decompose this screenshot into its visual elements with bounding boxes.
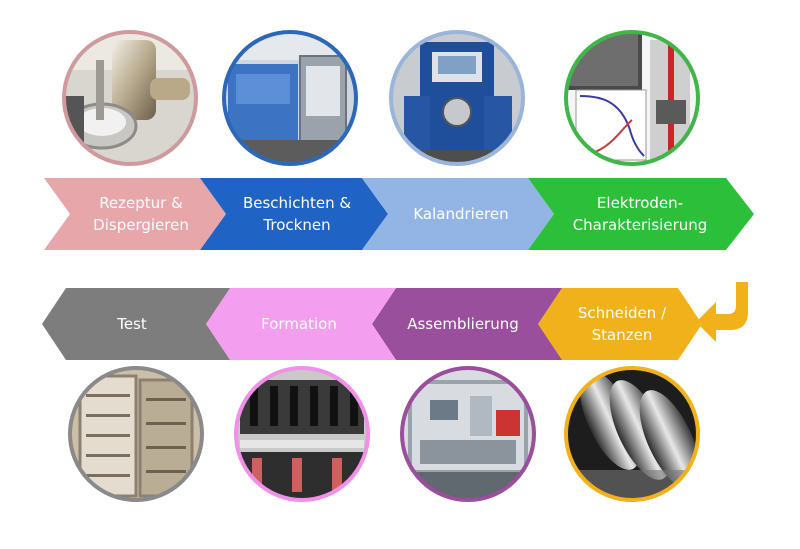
test-chamber-image <box>68 366 204 502</box>
chevron-elektroden <box>528 178 754 250</box>
chevron-schneiden <box>538 288 702 360</box>
chevron-formation <box>206 288 396 360</box>
formation-cell-rack-image <box>234 366 370 502</box>
slitting-rollers-image <box>564 366 700 502</box>
calender-press-image <box>389 30 525 166</box>
electrode-characterization-image <box>564 30 700 166</box>
coating-drying-image <box>222 30 358 166</box>
chevron-rezeptur <box>44 178 226 250</box>
chevron-beschichten <box>200 178 388 250</box>
curved-return-arrow-icon <box>696 282 748 342</box>
chevron-test <box>42 288 230 360</box>
mixer-dispersion-image <box>62 30 198 166</box>
assembly-line-image <box>400 366 536 502</box>
chevron-assemblierung <box>372 288 562 360</box>
chevron-kalandrieren <box>362 178 554 250</box>
